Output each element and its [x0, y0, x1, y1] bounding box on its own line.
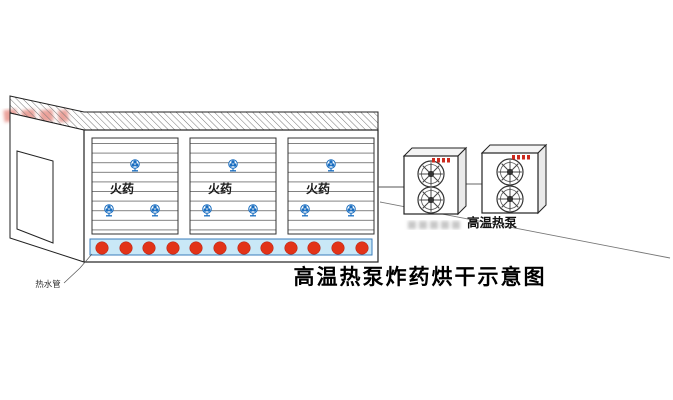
- pipe-dot: [260, 241, 274, 255]
- rack-panel: [287, 137, 375, 235]
- pipe-dot: [237, 241, 251, 255]
- pipe-heater-dots: [95, 241, 369, 255]
- pipe-dot: [213, 241, 227, 255]
- pipe-dot: [95, 241, 109, 255]
- drying-building: 火药 火药 火药 热水管: [9, 95, 379, 289]
- pump-fan-icon: [417, 186, 445, 214]
- hot-water-pipe-label: 热水管: [35, 279, 61, 289]
- pump-top: [402, 147, 468, 157]
- pipe-dot: [284, 241, 298, 255]
- watermark-gray: [408, 221, 460, 229]
- pipe-dot: [307, 241, 321, 255]
- pipe-dot: [189, 241, 203, 255]
- rack-panels: [91, 137, 375, 235]
- pipe-dot: [119, 241, 133, 255]
- pump-fan-icon: [496, 185, 524, 213]
- explosive-label-2: 火药: [208, 181, 232, 196]
- door: [16, 150, 54, 244]
- pump-logo-marks: [432, 158, 450, 163]
- pipe-dot: [142, 241, 156, 255]
- pipe-dot: [166, 241, 180, 255]
- pump-top: [480, 144, 548, 154]
- pipe-dot: [355, 241, 369, 255]
- pump-fan-icon: [496, 158, 524, 186]
- rack-panel: [91, 137, 179, 235]
- explosive-label-3: 火药: [306, 181, 330, 196]
- pump-logo-marks: [512, 155, 530, 160]
- pump-side: [537, 143, 547, 215]
- roof-hatched-band: [9, 95, 379, 131]
- explosive-label-1: 火药: [110, 181, 134, 196]
- rack-panel: [189, 137, 277, 235]
- pump-side: [457, 146, 467, 216]
- hot-water-pipe: [89, 238, 373, 256]
- heat-pump-unit-1: [402, 146, 468, 216]
- pipe-dot: [331, 241, 345, 255]
- pipe-leader-line: [63, 253, 93, 284]
- heat-pump-label: 高温热泵: [467, 215, 518, 230]
- diagram-title: 高温热泵炸药烘干示意图: [294, 265, 547, 289]
- heat-pump-unit-2: [480, 143, 548, 215]
- pump-fan-icon: [417, 160, 445, 188]
